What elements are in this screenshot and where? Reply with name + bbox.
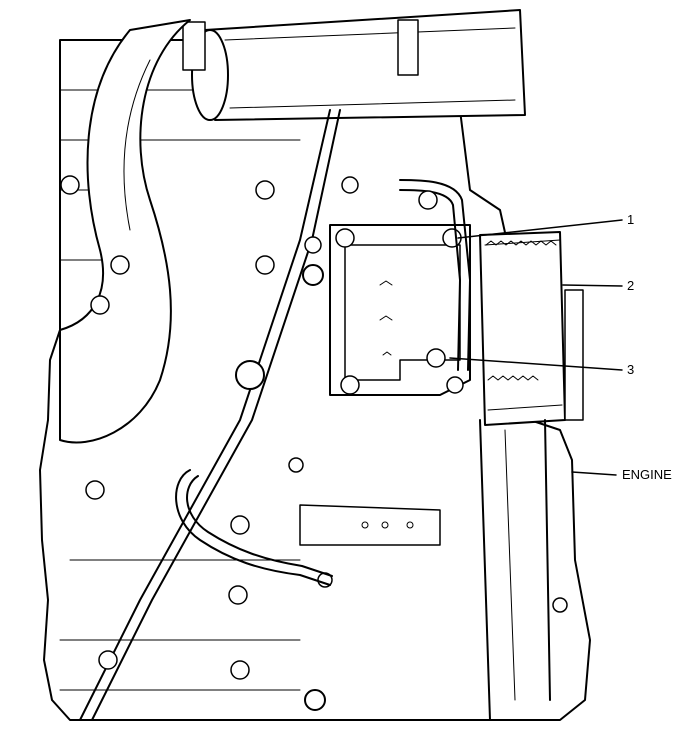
callout-3: 3 (627, 362, 634, 377)
bolts (60, 175, 568, 711)
intake-tube (182, 9, 526, 121)
pulley-assembly (479, 231, 584, 426)
mounting-plate (329, 224, 471, 396)
dipstick-tube (79, 109, 341, 721)
callout-1: 1 (627, 212, 634, 227)
leader-lines (449, 219, 623, 476)
callout-engine: ENGINE (622, 467, 672, 482)
air-duct (59, 19, 191, 444)
lower-bracket (175, 469, 441, 586)
drive-belt (479, 419, 551, 721)
fuel-line (399, 179, 471, 371)
callout-2: 2 (627, 278, 634, 293)
